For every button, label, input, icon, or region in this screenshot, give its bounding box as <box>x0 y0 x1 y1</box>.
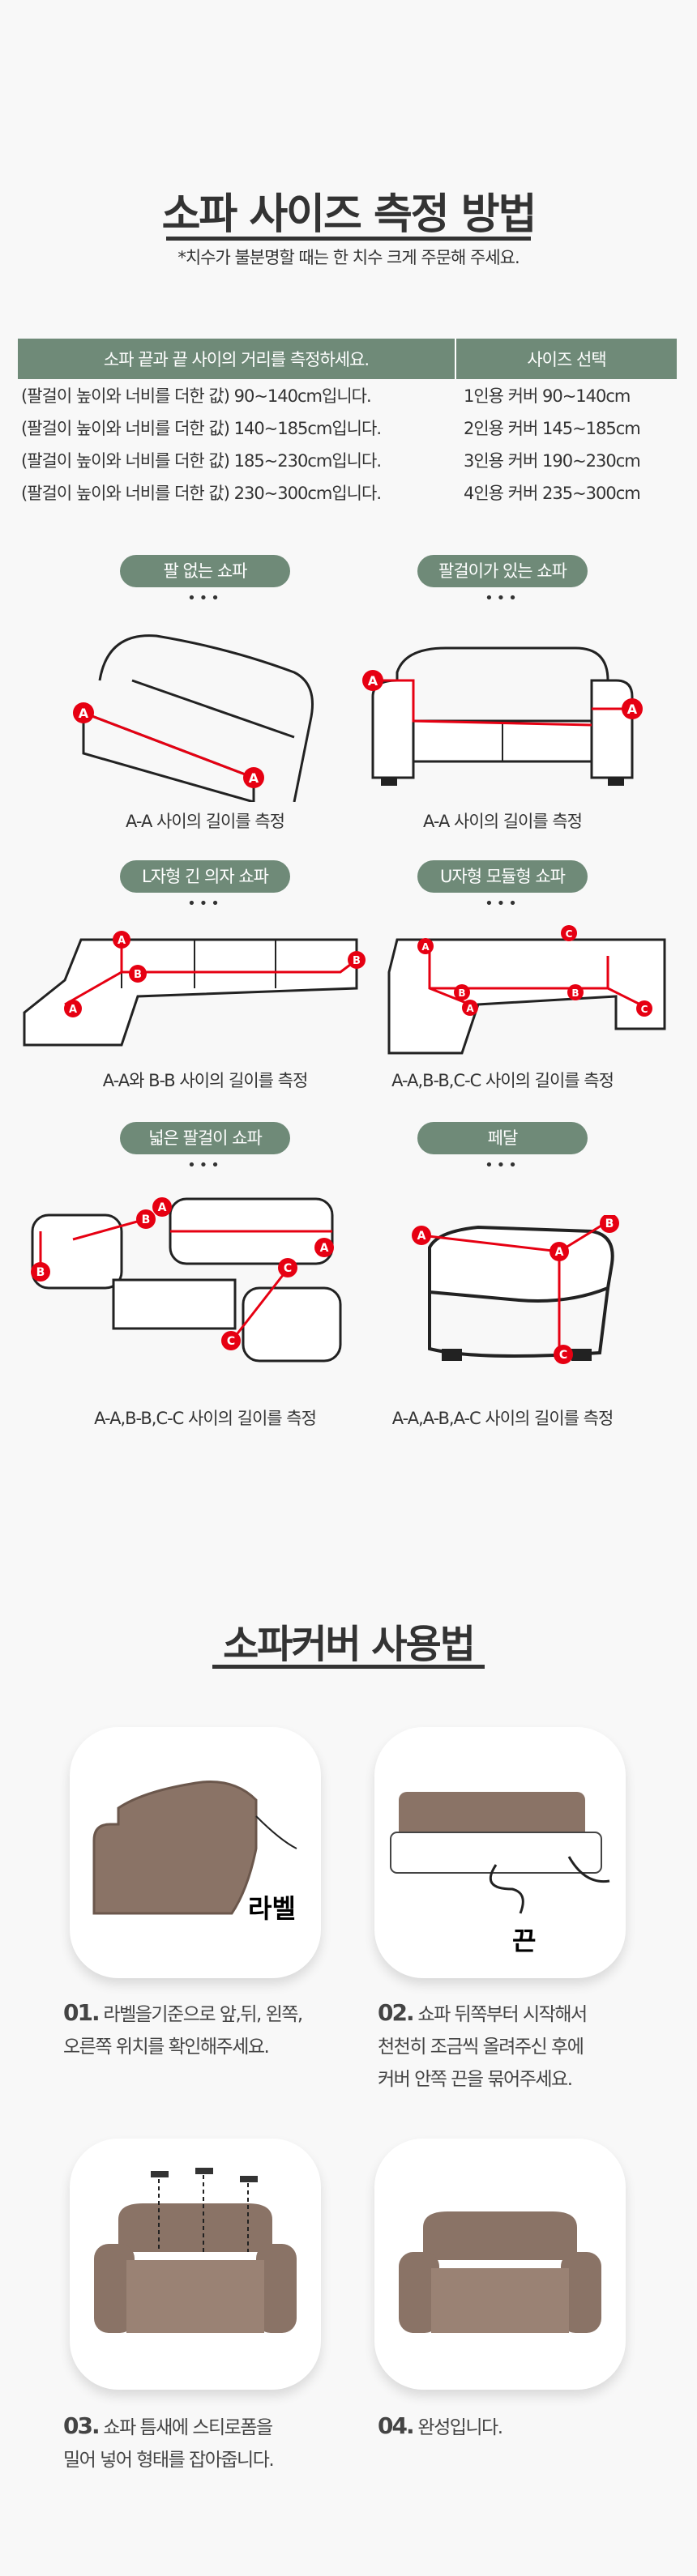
marker-b: B <box>134 969 142 981</box>
step-line: 천천히 조금씩 올려주신 후에 <box>378 2036 584 2058</box>
type-caption: A-A 사이의 길이를 측정 <box>126 812 285 831</box>
sofa-cover-label-illustration: 라벨 <box>92 1781 297 1924</box>
type-label: U자형 모듈형 쇼파 <box>417 860 588 893</box>
marker-b: B <box>605 1218 614 1230</box>
type-label: L자형 긴 의자 쇼파 <box>120 860 290 893</box>
type-caption: A-A,B-B,C-C 사이의 길이를 측정 <box>391 1071 614 1090</box>
step-3-image-card <box>70 2139 321 2390</box>
table-row: (팔걸이 높이와 너비를 더한 값) 90~140cm입니다. 1인용 커버 90… <box>18 379 677 412</box>
table-header: 소파 끝과 끝 사이의 거리를 측정하세요. 사이즈 선택 <box>18 339 677 379</box>
sofa-cover-tie-illustration: 끈 <box>390 1792 610 1956</box>
step-2-text: 02. 쇼파 뒤쪽부터 시작해서 천천히 조금씩 올려주신 후에 커버 안쪽 끈… <box>378 1997 653 2096</box>
step-2-image-card: 끈 <box>374 1727 626 1978</box>
marker-a: A <box>555 1246 564 1259</box>
marker-b: B <box>458 987 465 999</box>
dots: ••• <box>187 1157 223 1174</box>
row-range: (팔걸이 높이와 너비를 더한 값) 185~230cm입니다. <box>21 451 382 471</box>
type-label: 넓은 팔걸이 쇼파 <box>120 1122 290 1154</box>
l-shape-sofa-figure: A A B B <box>23 931 366 1047</box>
armless-sofa-figure: A A <box>73 634 314 802</box>
dots: ••• <box>485 590 520 607</box>
ottoman-figure: A A B C <box>412 1215 619 1364</box>
type-caption: A-A,B-B,C-C 사이의 길이를 측정 <box>94 1409 317 1428</box>
step-line: 오른쪽 위치를 확인해주세요. <box>63 2036 270 2058</box>
step-3-text: 03. 쇼파 틈새에 스티로폼을 밀어 넣어 형태를 잡아줍니다. <box>63 2410 339 2476</box>
type-caption: A-A와 B-B 사이의 길이를 측정 <box>102 1071 309 1090</box>
marker-a: A <box>417 1230 426 1243</box>
dots: ••• <box>485 895 520 912</box>
row-range: (팔걸이 높이와 너비를 더한 값) 230~300cm입니다. <box>21 484 382 503</box>
marker-a: A <box>421 941 430 953</box>
marker-a: A <box>158 1201 167 1214</box>
marker-a: A <box>627 702 638 717</box>
step-number: 02. <box>378 1999 415 2026</box>
table-row: (팔걸이 높이와 너비를 더한 값) 185~230cm입니다. 3인용 커버 1… <box>18 444 677 476</box>
marker-a: A <box>79 706 89 721</box>
row-range: (팔걸이 높이와 너비를 더한 값) 90~140cm입니다. <box>21 386 372 406</box>
marker-b: B <box>142 1213 151 1226</box>
marker-a: A <box>466 1003 474 1014</box>
tie-text: 끈 <box>512 1926 536 1956</box>
usage-title: 소파커버 사용법 <box>223 1622 476 1667</box>
marker-c: C <box>566 928 573 940</box>
dots: ••• <box>485 1157 520 1174</box>
step-line: 쇼파 뒤쪽부터 시작해서 <box>417 2004 588 2025</box>
sofa-foam-illustration <box>94 2168 297 2333</box>
type-label: 페달 <box>417 1122 588 1154</box>
step-4-text: 04. 완성입니다. <box>378 2410 653 2444</box>
measure-title: 소파 사이즈 측정 방법 <box>161 190 537 239</box>
measure-subtitle: *치수가 불분명할 때는 한 치수 크게 주문해 주세요. <box>177 248 520 267</box>
step-line: 커버 안쪽 끈을 묶어주세요. <box>378 2069 573 2090</box>
u-shape-sofa-figure: A A B B C C <box>387 925 666 1055</box>
step-number: 03. <box>63 2412 100 2439</box>
dots: ••• <box>187 590 223 607</box>
header-measure: 소파 끝과 끝 사이의 거리를 측정하세요. <box>18 339 456 379</box>
marker-b: B <box>571 987 579 999</box>
row-range: (팔걸이 높이와 너비를 더한 값) 140~185cm입니다. <box>21 419 382 438</box>
marker-c: C <box>559 1349 567 1362</box>
usage-title-underline <box>212 1665 485 1669</box>
marker-a: A <box>368 673 378 689</box>
marker-a: A <box>320 1242 329 1255</box>
step-line: 완성입니다. <box>417 2417 503 2438</box>
marker-b: B <box>36 1266 45 1279</box>
row-size: 3인용 커버 190~230cm <box>464 451 641 471</box>
table-row: (팔걸이 높이와 너비를 더한 값) 140~185cm입니다. 2인용 커버 1… <box>18 412 677 444</box>
table-row: (팔걸이 높이와 너비를 더한 값) 230~300cm입니다. 4인용 커버 2… <box>18 476 677 509</box>
step-line: 밀어 넣어 형태를 잡아줍니다. <box>63 2450 275 2471</box>
step-1-text: 01. 라벨을기준으로 앞,뒤, 왼쪽, 오른쪽 위치를 확인해주세요. <box>63 1997 339 2063</box>
marker-c: C <box>284 1262 292 1275</box>
armrest-sofa-figure: A A <box>362 646 643 787</box>
marker-b: B <box>353 955 361 967</box>
type-label: 팔 없는 쇼파 <box>120 555 290 587</box>
title-underline <box>166 237 531 241</box>
marker-c: C <box>227 1335 235 1348</box>
step-1-image-card: 라벨 <box>70 1727 321 1978</box>
marker-c: C <box>641 1004 648 1015</box>
type-label: 팔걸이가 있는 쇼파 <box>417 555 588 587</box>
sofa-complete-illustration <box>399 2211 601 2333</box>
dots: ••• <box>187 895 223 912</box>
wide-armrest-sofa-figure: B A B A C C <box>31 1197 342 1363</box>
marker-a: A <box>118 935 126 947</box>
step-number: 04. <box>378 2412 415 2439</box>
marker-a: A <box>69 1004 77 1016</box>
marker-a: A <box>249 770 259 786</box>
header-size: 사이즈 선택 <box>455 339 677 379</box>
row-size: 1인용 커버 90~140cm <box>464 386 631 406</box>
row-size: 4인용 커버 235~300cm <box>464 484 641 503</box>
row-size: 2인용 커버 145~185cm <box>464 419 641 438</box>
step-number: 01. <box>63 1999 100 2026</box>
label-text: 라벨 <box>248 1893 296 1924</box>
step-4-image-card <box>374 2139 626 2390</box>
step-line: 라벨을기준으로 앞,뒤, 왼쪽, <box>103 2004 303 2025</box>
size-table: 소파 끝과 끝 사이의 거리를 측정하세요. 사이즈 선택 (팔걸이 높이와 너… <box>18 339 677 509</box>
step-line: 쇼파 틈새에 스티로폼을 <box>103 2417 273 2438</box>
type-caption: A-A,A-B,A-C 사이의 길이를 측정 <box>391 1409 614 1428</box>
type-caption: A-A 사이의 길이를 측정 <box>423 812 583 831</box>
